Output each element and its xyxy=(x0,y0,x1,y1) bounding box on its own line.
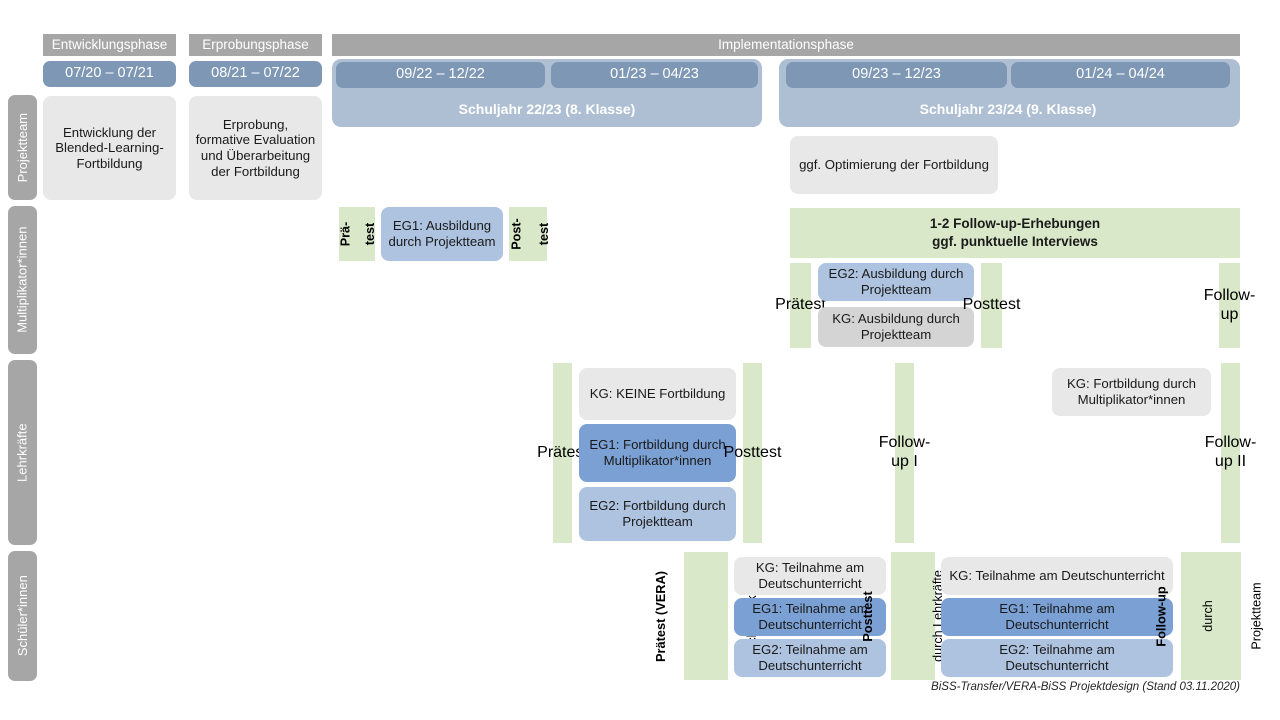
green-band-posttest-multiplikatoren: Post- test xyxy=(509,207,551,261)
posttest2-text: Posttest xyxy=(962,296,1021,314)
green-band-praetest-multiplikatoren: Prä- test xyxy=(338,207,377,261)
green-band-praetest-vera-schueler: Prätest (VERA) durch Lehrkräfte xyxy=(653,552,759,680)
row-label-projektteam: Projektteam xyxy=(8,95,37,200)
green-band-followup-schueler: Follow-up durch Projektteam xyxy=(1154,552,1264,680)
period-pill-0923-1223: 09/23 – 12/23 xyxy=(786,62,1007,88)
phase-header-erprobungsphase: Erprobungsphase xyxy=(189,34,322,56)
box-eg2-teilnahme-deutschunterricht-1: EG2: Teilnahme am Deutschunterricht xyxy=(734,639,886,677)
row-label-schueler-text: Schüler*innen xyxy=(14,575,30,657)
row-label-projektteam-text: Projektteam xyxy=(14,112,30,183)
green-band-posttest2-multiplikatoren: Posttest xyxy=(963,263,1020,348)
followup-schueler-sub2: Projektteam xyxy=(1249,582,1264,650)
row-label-multiplikatoren-text: Multiplikator*innen xyxy=(14,226,30,334)
green-band-praetest2-multiplikatoren: Prätest xyxy=(775,263,826,348)
box-ggf-optimierung: ggf. Optimierung der Fortbildung xyxy=(790,136,998,194)
footer-source-note: BiSS-Transfer/VERA-BiSS Projektdesign (S… xyxy=(931,681,1240,693)
period-pill-0922-1222: 09/22 – 12/22 xyxy=(336,62,545,88)
praetest-lehrkraefte-text: Prätest xyxy=(537,443,588,461)
box-entwicklung-blended-learning: Entwicklung der Blended-Learning-Fortbil… xyxy=(43,96,176,200)
row-label-lehrkraefte-text: Lehrkräfte xyxy=(14,423,30,482)
box-eg1-fortbildung-multiplikatoren: EG1: Fortbildung durch Multiplikator*inn… xyxy=(579,424,736,482)
praetest2-text: Prätest xyxy=(775,296,826,314)
box-eg2-teilnahme-deutschunterricht-2: EG2: Teilnahme am Deutschunterricht xyxy=(941,639,1173,677)
box-eg1-teilnahme-deutschunterricht-2: EG1: Teilnahme am Deutschunterricht xyxy=(941,598,1173,636)
green-band-followup-2-lehrkraefte: Follow-up II xyxy=(1205,363,1256,543)
praetest-line1: Prä- xyxy=(338,221,353,247)
box-eg2-fortbildung-projektteam: EG2: Fortbildung durch Projektteam xyxy=(579,487,736,541)
green-band-followup-multiplikatoren: Follow-up xyxy=(1204,263,1255,348)
praetest-vera-main: Prätest (VERA) xyxy=(652,570,668,662)
school-year-label-2324: Schuljahr 23/24 (9. Klasse) xyxy=(919,100,1097,117)
box-kg-ausbildung-projektteam: KG: Ausbildung durch Projektteam xyxy=(818,307,974,347)
box-kg-teilnahme-deutschunterricht-1: KG: Teilnahme am Deutschunterricht xyxy=(734,557,886,595)
row-label-lehrkraefte: Lehrkräfte xyxy=(8,360,37,545)
period-pill-0124-0424: 01/24 – 04/24 xyxy=(1011,62,1230,88)
banner-followup-erhebungen: 1-2 Follow-up-Erhebungen ggf. punktuelle… xyxy=(790,208,1240,258)
banner-line-2: ggf. punktuelle Interviews xyxy=(932,234,1098,249)
box-eg1-ausbildung-projektteam: EG1: Ausbildung durch Projektteam xyxy=(381,207,503,261)
box-kg-fortbildung-multiplikatoren: KG: Fortbildung durch Multiplikator*inne… xyxy=(1052,368,1211,416)
followup-multiplikatoren-text: Follow-up xyxy=(1203,286,1256,323)
posttest-lehrkraefte-text: Posttest xyxy=(723,443,782,461)
box-eg2-ausbildung-projektteam: EG2: Ausbildung durch Projektteam xyxy=(818,263,974,301)
row-label-schueler: Schüler*innen xyxy=(8,551,37,681)
box-kg-teilnahme-deutschunterricht-2: KG: Teilnahme am Deutschunterricht xyxy=(941,557,1173,595)
followup2-text: Follow-up II xyxy=(1204,434,1257,470)
period-pill-0720-0721: 07/20 – 07/21 xyxy=(43,61,176,87)
posttest-line1: Post- xyxy=(509,218,524,250)
period-pill-0123-0423: 01/23 – 04/23 xyxy=(551,62,758,88)
banner-line-1: 1-2 Follow-up-Erhebungen xyxy=(929,216,1101,232)
row-label-multiplikatoren: Multiplikator*innen xyxy=(8,206,37,354)
box-kg-keine-fortbildung: KG: KEINE Fortbildung xyxy=(579,368,736,420)
school-year-label-2223: Schuljahr 22/23 (8. Klasse) xyxy=(458,100,636,117)
posttest-line2: test xyxy=(537,222,552,246)
box-eg1-teilnahme-deutschunterricht-1: EG1: Teilnahme am Deutschunterricht xyxy=(734,598,886,636)
box-erprobung-evaluation: Erprobung, formative Evaluation und Über… xyxy=(189,96,322,200)
green-band-praetest-lehrkraefte: Prätest xyxy=(537,363,588,543)
green-band-posttest-lehrkraefte: Posttest xyxy=(724,363,781,543)
green-band-followup-1-lehrkraefte: Follow-up I xyxy=(879,363,930,543)
phase-header-implementationsphase: Implementationsphase xyxy=(332,34,1240,56)
followup1-text: Follow-up I xyxy=(878,434,931,470)
posttest-schueler-main: Posttest xyxy=(859,590,875,642)
praetest-line2: test xyxy=(362,222,377,246)
green-band-posttest-schueler: Posttest durch Lehrkräfte xyxy=(860,552,945,680)
followup-schueler-main: Follow-up xyxy=(1154,585,1170,647)
followup-schueler-sub1: durch xyxy=(1200,600,1215,632)
period-pill-0821-0722: 08/21 – 07/22 xyxy=(189,61,322,87)
phase-header-entwicklungsphase: Entwicklungsphase xyxy=(43,34,176,56)
